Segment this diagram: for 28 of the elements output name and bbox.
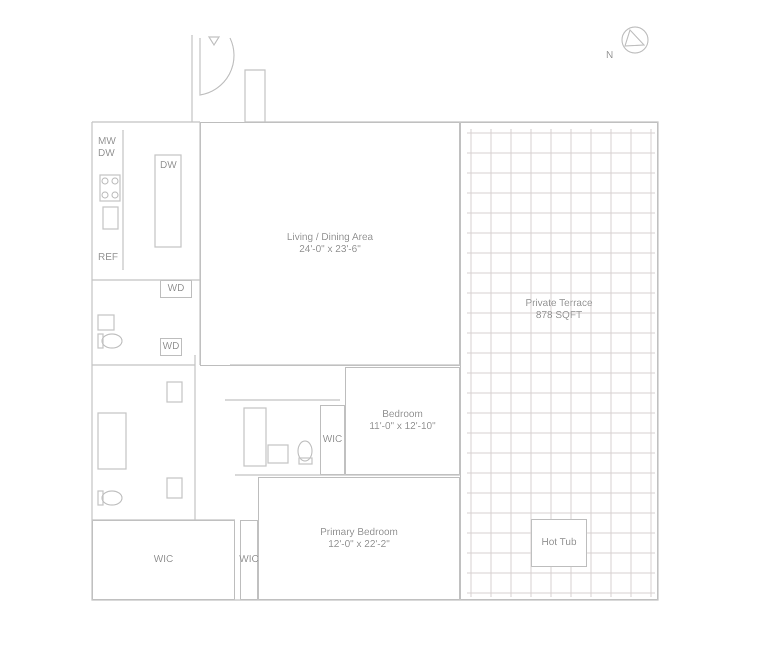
room-label: Bedroom	[382, 409, 423, 421]
closet	[240, 520, 258, 600]
room-label: Primary Bedroom	[320, 526, 398, 538]
room-label: Hot Tub	[541, 537, 577, 549]
room-label: WIC	[239, 554, 259, 566]
room-label: Living / Dining Area	[286, 232, 374, 244]
room-label: WD	[162, 341, 180, 353]
appliance-label: REF	[98, 252, 118, 263]
bedroom-room	[345, 367, 460, 475]
dimension-label: 878 SQFT	[536, 310, 582, 322]
dimension-label: 24'-0" x 23'-6"	[299, 244, 361, 256]
closet	[160, 280, 192, 298]
dimension-label: 12'-0" x 22'-2"	[328, 538, 390, 550]
dimension-label: 11'-0" x 12'-10"	[369, 421, 436, 433]
closet	[320, 405, 345, 475]
room-label: WD	[168, 283, 184, 295]
room-label: WIC	[154, 554, 174, 566]
living-dining-room	[200, 122, 460, 366]
closet	[160, 338, 182, 356]
appliance-label: DW	[160, 160, 177, 171]
hot-tub	[531, 519, 587, 567]
appliance-label: DW	[98, 148, 115, 159]
appliance-label: MW	[98, 136, 116, 147]
closet	[92, 520, 235, 600]
room-label: Private Terrace	[525, 298, 593, 310]
north-label: N	[606, 50, 614, 61]
room-label: WIC	[322, 434, 342, 446]
primary-bedroom-room	[258, 477, 460, 600]
